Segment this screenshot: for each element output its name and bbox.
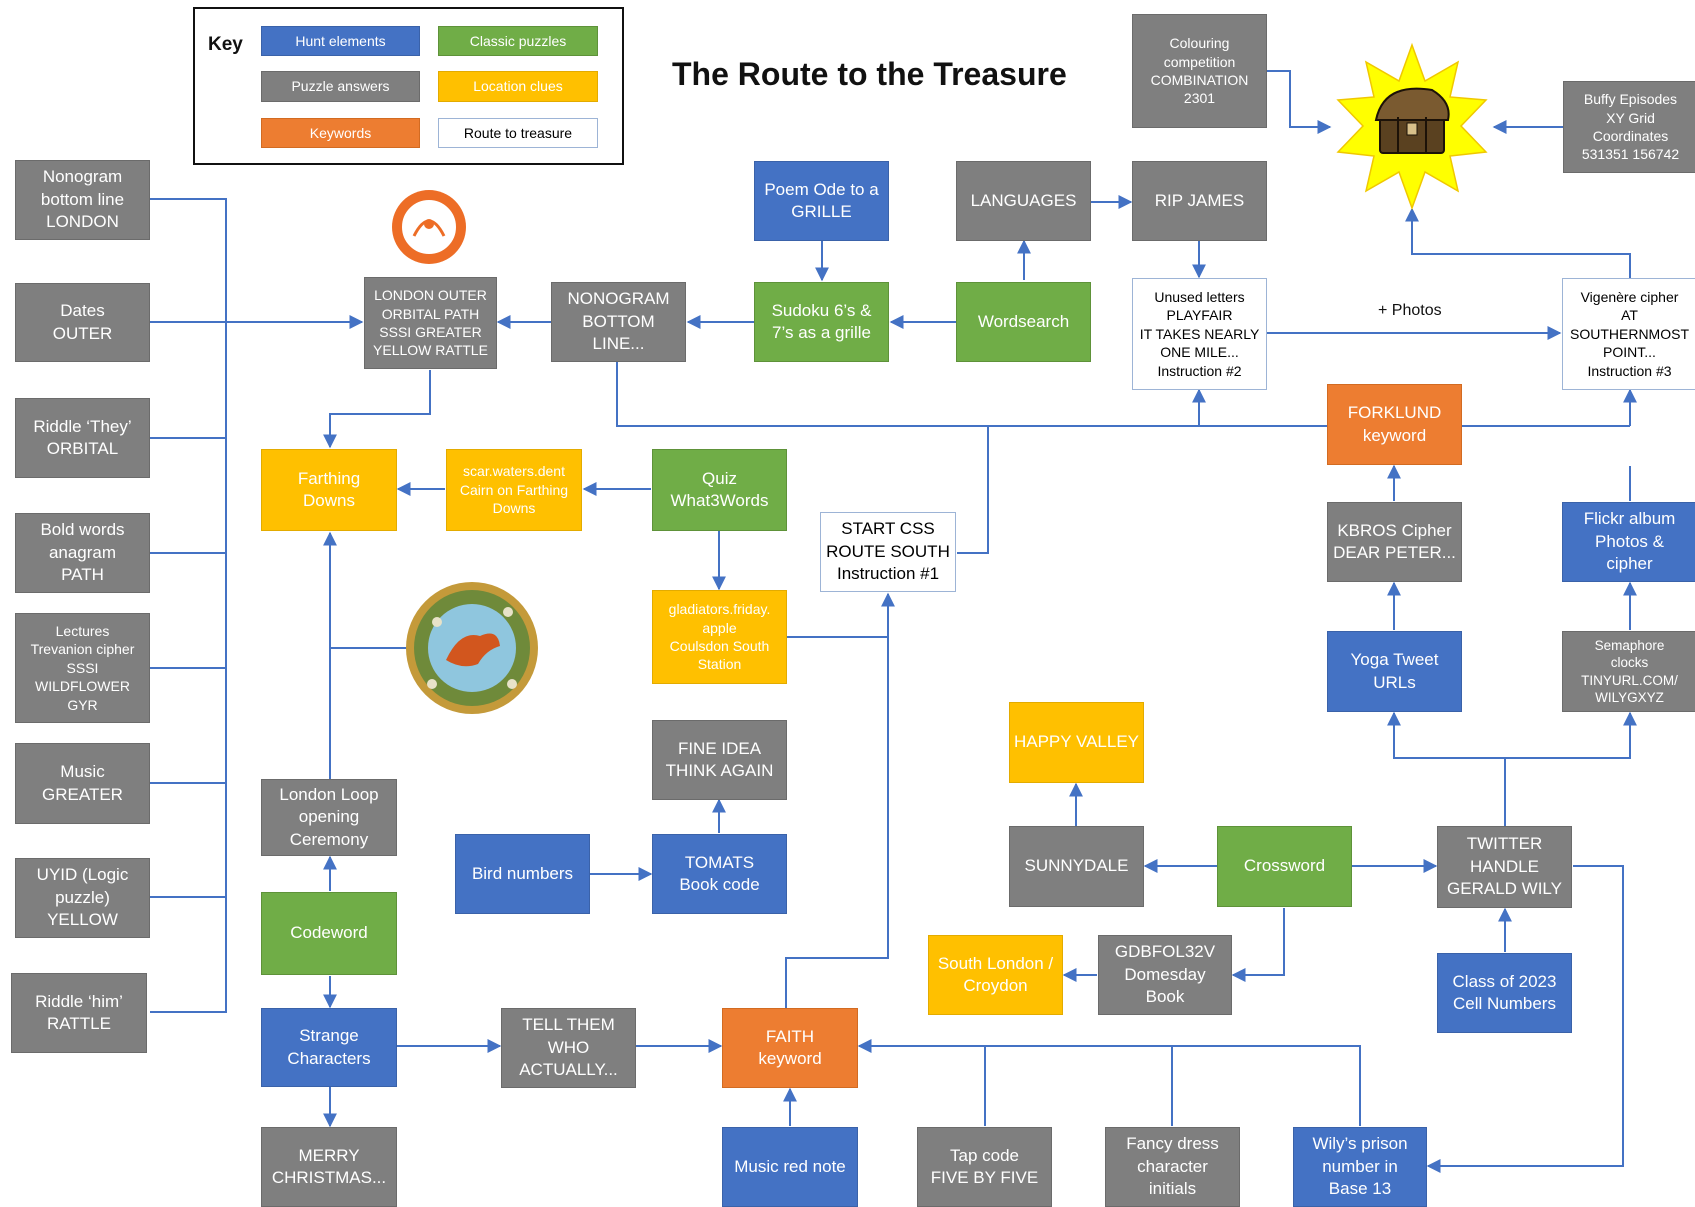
node-happy-valley: HAPPY VALLEY [1009, 702, 1144, 783]
legend-item-location: Location clues [438, 71, 598, 102]
node-codeword: Codeword [261, 892, 397, 975]
node-riddle-they: Riddle ‘They’ORBITAL [15, 398, 150, 478]
node-crossword: Crossword [1217, 826, 1352, 907]
edge-label-photos: + Photos [1378, 302, 1442, 319]
node-sudoku: Sudoku 6’s &7’s as a grille [754, 282, 889, 362]
fox-wreath-medallion-icon [406, 582, 538, 714]
legend-item-classic: Classic puzzles [438, 26, 598, 56]
node-rip-james: RIP JAMES [1132, 161, 1267, 241]
legend-item-keywords: Keywords [261, 118, 420, 148]
legend-title: Key [208, 34, 243, 55]
node-languages: LANGUAGES [956, 161, 1091, 241]
treasure-chest-icon [1336, 42, 1488, 211]
legend-item-route: Route to treasure [438, 118, 598, 148]
diagram-title: The Route to the Treasure [672, 56, 1067, 92]
node-bird-numbers: Bird numbers [455, 834, 590, 914]
london-loop-badge-icon [392, 190, 466, 264]
node-riddle-him: Riddle ‘him’RATTLE [11, 973, 147, 1053]
node-south-london: South London /Croydon [928, 935, 1063, 1015]
legend-item-hunt: Hunt elements [261, 26, 420, 56]
legend-item-answers: Puzzle answers [261, 71, 420, 102]
node-sunnydale: SUNNYDALE [1009, 826, 1144, 907]
node-music-red-note: Music red note [722, 1127, 858, 1207]
node-wordsearch: Wordsearch [956, 282, 1091, 362]
